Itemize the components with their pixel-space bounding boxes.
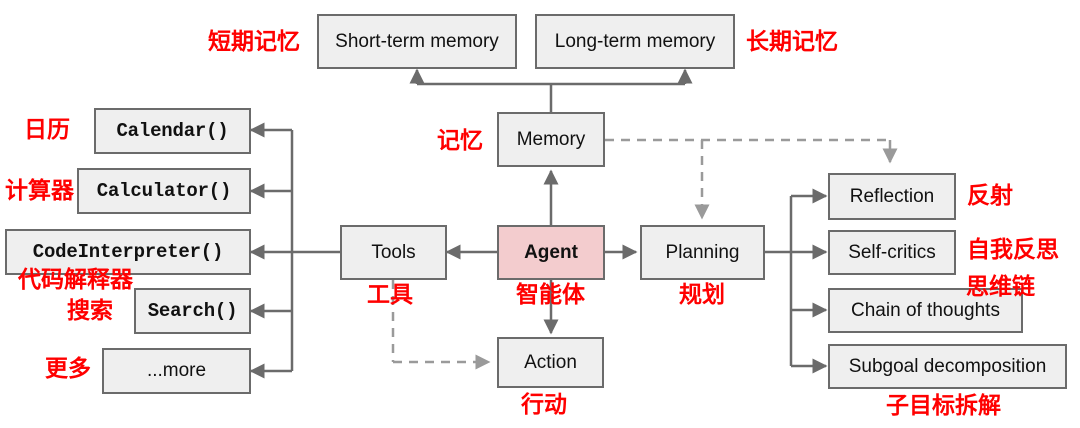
node-self-critics-label: Self-critics [848, 241, 936, 263]
annotation-action: 行动 [521, 391, 567, 417]
node-short-term-memory[interactable]: Short-term memory [317, 14, 517, 69]
annotation-reflection: 反射 [967, 182, 1013, 208]
annotation-search: 搜索 [67, 297, 113, 323]
annotation-calculator: 计算器 [5, 177, 74, 203]
node-action[interactable]: Action [497, 337, 604, 388]
annotation-short-term-memory: 短期记忆 [208, 28, 300, 54]
node-long-term-memory-label: Long-term memory [554, 30, 716, 52]
node-action-label: Action [524, 351, 577, 373]
node-search-label: Search() [147, 300, 238, 322]
annotation-long-term-memory: 长期记忆 [746, 28, 838, 54]
node-long-term-memory[interactable]: Long-term memory [535, 14, 735, 69]
node-calendar[interactable]: Calendar() [94, 108, 251, 154]
node-subgoal-decomposition[interactable]: Subgoal decomposition [828, 344, 1067, 389]
node-code-interpreter[interactable]: CodeInterpreter() [5, 229, 251, 275]
node-more-label: ...more [146, 360, 207, 381]
node-chain-of-thoughts-label: Chain of thoughts [851, 299, 1000, 321]
node-tools-label: Tools [371, 241, 416, 263]
node-calculator-label: Calculator() [96, 180, 232, 202]
annotation-calendar: 日历 [24, 116, 70, 142]
node-self-critics[interactable]: Self-critics [828, 230, 956, 275]
annotation-self-critics: 自我反思 [967, 236, 1059, 262]
annotation-agent: 智能体 [516, 281, 585, 307]
node-planning-label: Planning [665, 241, 740, 263]
node-planning[interactable]: Planning [640, 225, 765, 280]
node-memory[interactable]: Memory [497, 112, 605, 167]
node-code-interpreter-label: CodeInterpreter() [32, 241, 224, 263]
node-search[interactable]: Search() [134, 288, 251, 334]
node-calendar-label: Calendar() [116, 120, 229, 142]
node-reflection[interactable]: Reflection [828, 173, 956, 220]
node-reflection-label: Reflection [849, 185, 935, 207]
annotation-memory: 记忆 [437, 127, 483, 153]
annotation-code-interpreter: 代码解释器 [18, 266, 133, 292]
node-more[interactable]: ...more [102, 348, 251, 394]
node-calculator[interactable]: Calculator() [77, 168, 251, 214]
annotation-subgoal-decomposition: 子目标拆解 [886, 392, 1001, 418]
node-short-term-memory-label: Short-term memory [335, 30, 499, 52]
annotation-chain-of-thoughts: 思维链 [966, 273, 1035, 299]
node-agent-label: Agent [524, 241, 578, 263]
node-tools[interactable]: Tools [340, 225, 447, 280]
node-chain-of-thoughts[interactable]: Chain of thoughts [828, 288, 1023, 333]
node-subgoal-decomposition-label: Subgoal decomposition [848, 355, 1047, 377]
annotation-tools: 工具 [367, 281, 413, 307]
node-memory-label: Memory [516, 128, 586, 150]
node-agent[interactable]: Agent [497, 225, 605, 280]
annotation-more: 更多 [45, 355, 91, 381]
annotation-planning: 规划 [679, 281, 725, 307]
